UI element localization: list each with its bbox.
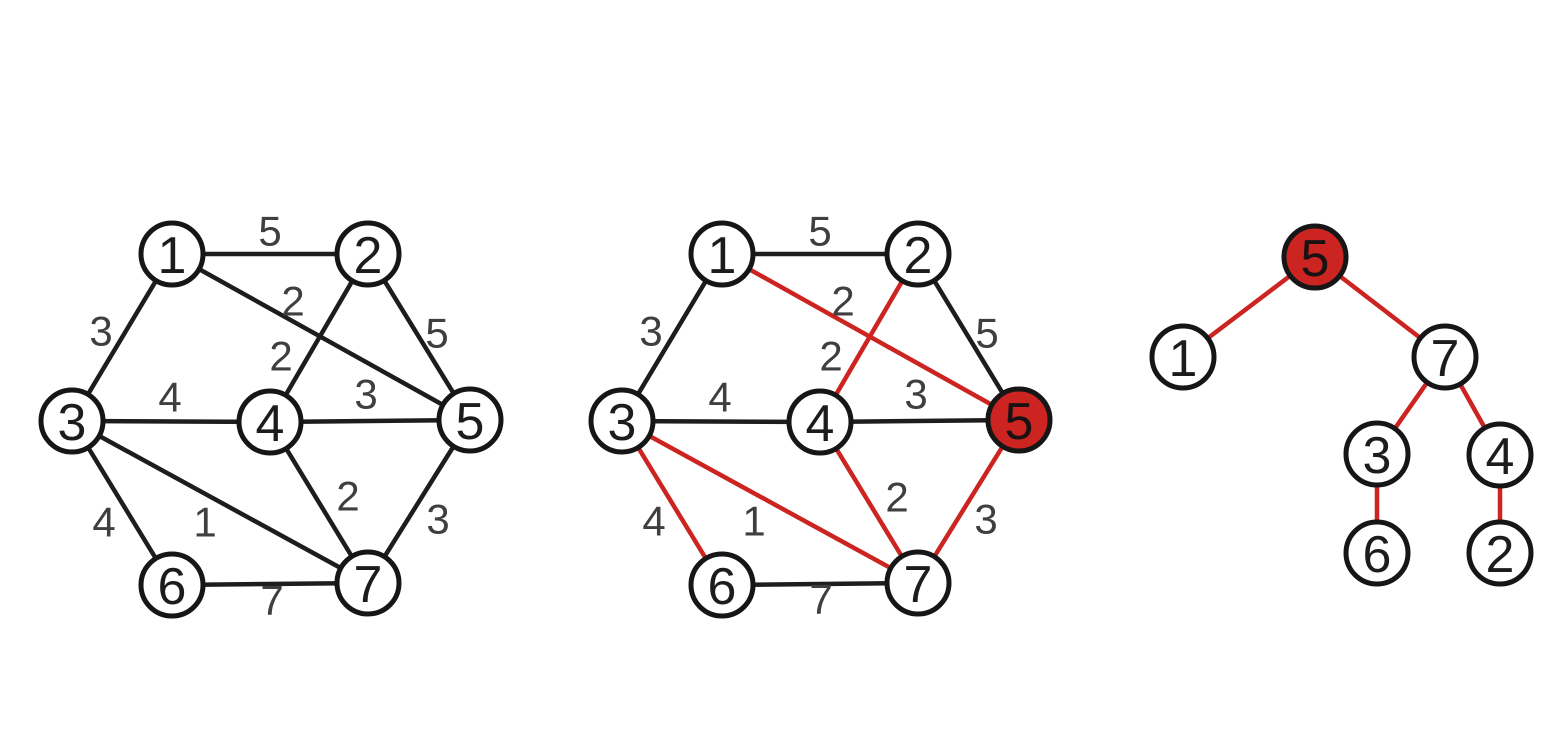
edge-weight-2-4: 2 xyxy=(269,333,292,380)
node-3 xyxy=(588,387,656,455)
edge-weight-4-5: 3 xyxy=(904,371,927,418)
node-1 xyxy=(1149,323,1217,391)
node-2 xyxy=(884,220,952,288)
node-label-2: 2 xyxy=(354,227,383,285)
node-label-7: 7 xyxy=(1431,330,1460,388)
node-1 xyxy=(138,220,206,288)
edge-weight-1-2: 5 xyxy=(258,208,281,255)
edge-weight-3-4: 4 xyxy=(158,374,181,421)
edge-weight-1-5: 2 xyxy=(831,278,854,325)
node-6 xyxy=(1343,519,1411,587)
node-4 xyxy=(1466,421,1534,489)
node-6 xyxy=(138,551,206,619)
node-label-5: 5 xyxy=(456,393,485,451)
edge-weight-4-7: 2 xyxy=(885,474,908,521)
edge-weight-3-6: 4 xyxy=(92,499,115,546)
node-5 xyxy=(436,386,504,454)
edge-3-7 xyxy=(70,419,370,585)
edge-weight-5-7: 3 xyxy=(426,496,449,543)
edge-weight-1-5: 2 xyxy=(281,278,304,325)
node-2 xyxy=(1466,519,1534,587)
node-4 xyxy=(786,388,854,456)
node-7 xyxy=(1411,323,1479,391)
node-label-7: 7 xyxy=(904,556,933,614)
node-label-1: 1 xyxy=(708,227,737,285)
node-3 xyxy=(1343,420,1411,488)
node-2 xyxy=(334,220,402,288)
node-label-6: 6 xyxy=(158,558,187,616)
edge-weight-6-7: 7 xyxy=(809,576,832,623)
edge-weight-1-3: 3 xyxy=(639,308,662,355)
node-4 xyxy=(236,388,304,456)
node-label-3: 3 xyxy=(1363,427,1392,485)
edge-weight-5-7: 3 xyxy=(974,496,997,543)
edge-weight-1-2: 5 xyxy=(808,208,831,255)
node-label-1: 1 xyxy=(1169,330,1198,388)
edge-weight-2-5: 5 xyxy=(975,310,998,357)
node-3 xyxy=(38,387,106,455)
edge-weight-4-7: 2 xyxy=(336,473,359,520)
edge-weight-3-6: 4 xyxy=(642,498,665,545)
node-label-4: 4 xyxy=(806,395,835,453)
node-label-5: 5 xyxy=(1005,393,1034,451)
node-7 xyxy=(334,549,402,617)
edge-weight-4-5: 3 xyxy=(354,371,377,418)
node-6 xyxy=(688,551,756,619)
edge-3-7 xyxy=(620,419,920,585)
node-label-2: 2 xyxy=(904,227,933,285)
node-label-4: 4 xyxy=(256,395,285,453)
node-label-1: 1 xyxy=(158,227,187,285)
node-label-2: 2 xyxy=(1486,526,1515,584)
node-label-3: 3 xyxy=(608,394,637,452)
node-label-7: 7 xyxy=(354,556,383,614)
shortest-path-tree: 5 1 73 4 6 2 xyxy=(1149,223,1534,587)
node-label-5: 5 xyxy=(1301,230,1330,288)
node-5-highlighted xyxy=(985,386,1053,454)
edge-weight-3-7: 1 xyxy=(193,499,216,546)
node-label-6: 6 xyxy=(1363,526,1392,584)
edge-weight-3-4: 4 xyxy=(708,374,731,421)
node-1 xyxy=(688,220,756,288)
node-label-4: 4 xyxy=(1486,428,1515,486)
edge-weight-1-3: 3 xyxy=(89,308,112,355)
node-label-6: 6 xyxy=(708,558,737,616)
node-5-highlighted xyxy=(1281,223,1349,291)
edge-weight-3-7: 1 xyxy=(742,498,765,545)
edge-weight-2-4: 2 xyxy=(819,333,842,380)
node-label-3: 3 xyxy=(58,394,87,452)
node-7 xyxy=(884,549,952,617)
edge-weight-6-7: 7 xyxy=(260,577,283,624)
edge-weight-2-5: 5 xyxy=(425,310,448,357)
